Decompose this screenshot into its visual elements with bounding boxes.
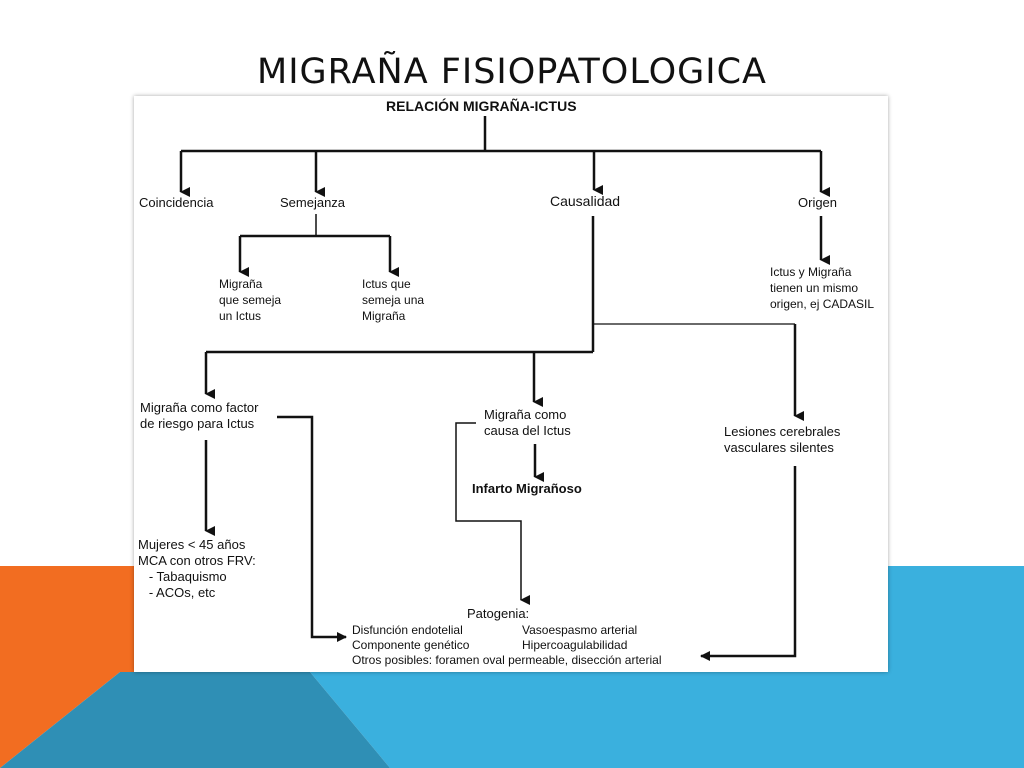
causalidad-label: Causalidad — [550, 193, 621, 209]
root-label: RELACIÓN MIGRAÑA-ICTUS — [386, 98, 577, 114]
factor-riesgo-label: Migraña como factor de riesgo para Ictus — [140, 400, 259, 431]
patogenia-title: Patogenia: — [467, 606, 530, 621]
origen-child-label: Ictus y Migraña tienen un mismo origen, … — [770, 265, 875, 311]
origen-label: Origen — [798, 195, 838, 210]
diagram-figure: RELACIÓN MIGRAÑA-ICTUS Coincidencia Seme… — [134, 96, 888, 672]
migrana-semeja-ictus-label: Migraña que semeja un Ictus — [219, 277, 282, 323]
mujeres-label: Mujeres < 45 años MCA con otros FRV: - T… — [138, 537, 256, 600]
arrow-causa-patogenia — [455, 422, 530, 605]
infarto-label: Infarto Migrañoso — [472, 481, 582, 496]
patogenia-otros: Otros posibles: foramen oval permeable, … — [352, 653, 662, 667]
coincidencia-label: Coincidencia — [139, 195, 214, 210]
slide-title: MIGRAÑA FISIOPATOLOGICA — [257, 52, 767, 92]
dark-blue-shape — [0, 672, 390, 768]
patogenia-col1: Disfunción endotelial Componente genétic… — [352, 623, 470, 652]
semejanza-label: Semejanza — [280, 195, 346, 210]
lesiones-label: Lesiones cerebrales vasculares silentes — [724, 424, 841, 455]
ictus-semeja-migrana-label: Ictus que semeja una Migraña — [362, 277, 425, 323]
patogenia-col2: Vasoespasmo arterial Hipercoagulabilidad — [522, 623, 638, 652]
diagram-connectors — [179, 116, 830, 661]
causa-label: Migraña como causa del Ictus — [484, 407, 571, 438]
arrow-riesgo-patogenia — [277, 415, 347, 642]
arrow-lesiones-patogenia — [700, 466, 797, 661]
orange-shape — [0, 566, 134, 768]
blue-shape — [310, 566, 1024, 768]
